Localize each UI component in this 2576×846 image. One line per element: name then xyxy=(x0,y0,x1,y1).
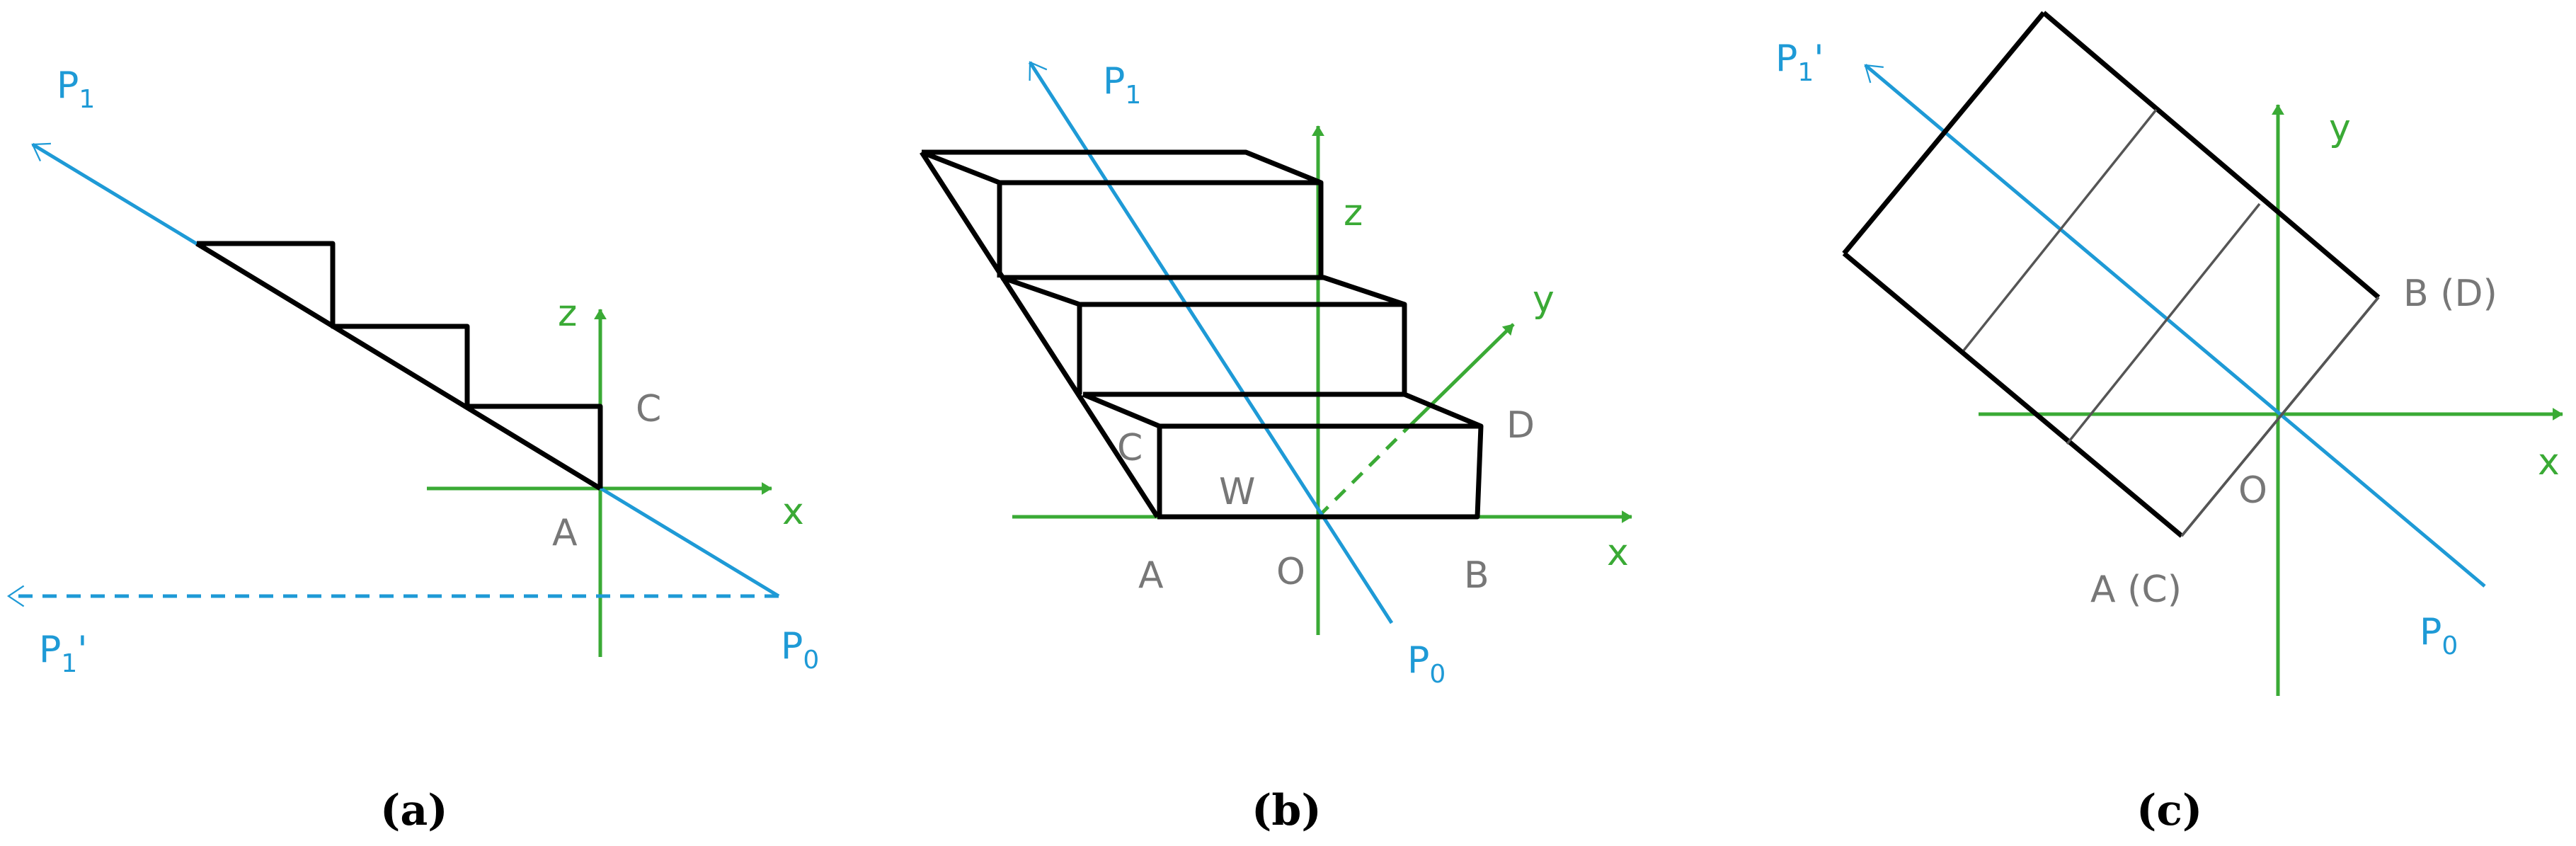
label-b: B xyxy=(1464,554,1489,597)
panel-a: P1 P1' P0 z x A C (a) xyxy=(6,64,819,835)
label-c: C xyxy=(636,388,661,430)
label-x: x xyxy=(782,491,804,533)
label-p1: P1 xyxy=(1103,60,1141,110)
axis-y-hidden xyxy=(1317,425,1410,518)
label-a: A xyxy=(552,512,578,554)
staircase-profile xyxy=(195,241,603,491)
label-c: C xyxy=(1117,427,1143,469)
panel-b: P1 P0 z y x A O B C D W (b) xyxy=(920,60,1632,835)
label-p1: P1 xyxy=(57,64,95,114)
staircase-projection xyxy=(1842,11,2381,538)
panel-c: P1' P0 y x O A (C) B (D) (c) xyxy=(1775,11,2563,835)
label-p0: P0 xyxy=(781,625,819,675)
label-a-c: A (C) xyxy=(2090,568,2182,611)
caption-b: (b) xyxy=(1252,786,1322,835)
label-w: W xyxy=(1219,471,1255,513)
label-o: O xyxy=(1276,551,1305,593)
axis-y xyxy=(1407,323,1515,428)
label-p1-prime: P1' xyxy=(39,629,88,678)
ray-p1 xyxy=(1028,61,1394,624)
caption-c: (c) xyxy=(2136,786,2202,835)
label-z: z xyxy=(558,292,577,335)
label-p0: P0 xyxy=(1407,639,1446,689)
label-d: D xyxy=(1506,404,1535,447)
label-b-d: B (D) xyxy=(2403,273,2497,315)
ray-p1-prime xyxy=(1864,64,2486,588)
label-p1-prime: P1' xyxy=(1775,38,1824,87)
label-p0: P0 xyxy=(2420,611,2458,661)
label-y: y xyxy=(2329,107,2351,149)
label-o: O xyxy=(2238,469,2267,512)
staircase-3d xyxy=(920,149,1484,520)
label-a: A xyxy=(1138,554,1164,597)
caption-a: (a) xyxy=(380,786,448,835)
label-x: x xyxy=(2538,441,2560,484)
label-z: z xyxy=(1344,192,1363,234)
label-y: y xyxy=(1533,278,1555,321)
label-x: x xyxy=(1607,532,1629,574)
